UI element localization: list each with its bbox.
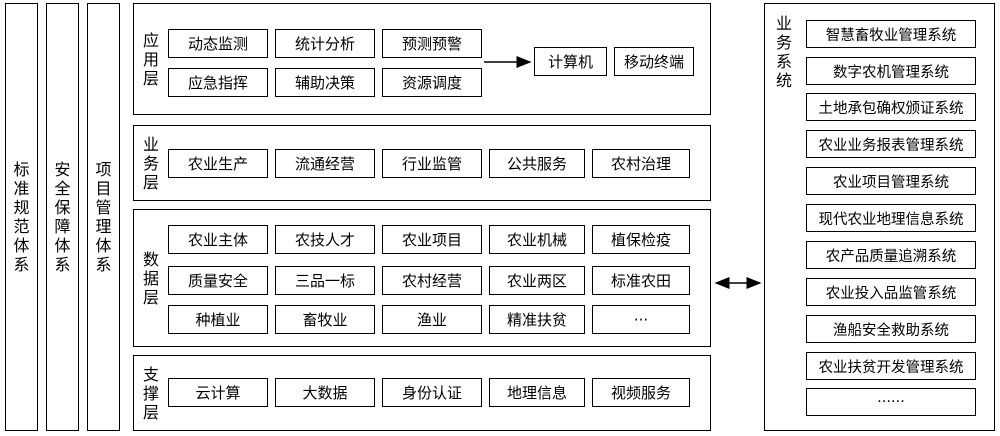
system-item: 农业扶贫开发管理系统 bbox=[806, 352, 976, 380]
data-item: 农业主体 bbox=[168, 225, 268, 254]
data-item: 渔业 bbox=[382, 305, 482, 334]
support-item: 大数据 bbox=[275, 378, 375, 407]
data-item: 农业项目 bbox=[382, 225, 482, 254]
standards-column bbox=[5, 3, 38, 431]
data-layer-label: 数据层 bbox=[142, 249, 159, 307]
system-item: 农业业务报表管理系统 bbox=[806, 130, 976, 158]
data-item: 三品一标 bbox=[275, 266, 375, 295]
project-mgmt-column-label: 项目管理体系 bbox=[95, 160, 112, 274]
support-item: 地理信息 bbox=[489, 378, 585, 407]
system-item: 农业项目管理系统 bbox=[806, 167, 976, 195]
business-layer-label: 业务层 bbox=[142, 134, 159, 192]
system-item: 现代农业地理信息系统 bbox=[806, 204, 976, 232]
business-item: 流通经营 bbox=[275, 149, 375, 178]
project-mgmt-column bbox=[87, 3, 120, 431]
support-item: 身份认证 bbox=[382, 378, 482, 407]
data-item: 植保检疫 bbox=[592, 225, 690, 254]
support-layer-label: 支撑层 bbox=[142, 364, 159, 422]
business-systems-label: 业务系统 bbox=[775, 14, 792, 90]
standards-column-label: 标准规范体系 bbox=[13, 160, 30, 274]
app-item: 辅助决策 bbox=[275, 68, 375, 97]
app-item: 资源调度 bbox=[382, 68, 482, 97]
app-item: 预测预警 bbox=[382, 29, 482, 58]
application-layer-label: 应用层 bbox=[142, 30, 159, 88]
data-item: 种植业 bbox=[168, 305, 268, 334]
business-item: 农村治理 bbox=[592, 149, 690, 178]
security-column bbox=[46, 3, 79, 431]
data-item-ellipsis: ··· bbox=[592, 305, 690, 334]
data-item: 精准扶贫 bbox=[489, 305, 585, 334]
app-item: 应急指挥 bbox=[168, 68, 268, 97]
support-item: 视频服务 bbox=[592, 378, 690, 407]
app-item: 统计分析 bbox=[275, 29, 375, 58]
business-item: 公共服务 bbox=[489, 149, 585, 178]
data-item: 农业两区 bbox=[489, 266, 585, 295]
system-item: 数字农机管理系统 bbox=[806, 57, 976, 85]
system-item: 智慧畜牧业管理系统 bbox=[806, 20, 976, 48]
app-item: 动态监测 bbox=[168, 29, 268, 58]
business-item: 行业监管 bbox=[382, 149, 482, 178]
security-column-label: 安全保障体系 bbox=[54, 160, 71, 274]
system-item-ellipsis: ······ bbox=[806, 388, 976, 416]
data-item: 农技人才 bbox=[275, 225, 375, 254]
support-item: 云计算 bbox=[168, 378, 268, 407]
data-item: 质量安全 bbox=[168, 266, 268, 295]
data-item: 农业机械 bbox=[489, 225, 585, 254]
system-item: 土地承包确权颁证系统 bbox=[806, 93, 976, 121]
data-item: 畜牧业 bbox=[275, 305, 375, 334]
system-item: 农产品质量追溯系统 bbox=[806, 241, 976, 269]
terminal-computer: 计算机 bbox=[534, 47, 607, 76]
system-item: 农业投入品监管系统 bbox=[806, 278, 976, 306]
system-item: 渔船安全救助系统 bbox=[806, 315, 976, 343]
business-item: 农业生产 bbox=[168, 149, 268, 178]
data-item: 农村经营 bbox=[382, 266, 482, 295]
terminal-mobile: 移动终端 bbox=[614, 47, 694, 76]
data-item: 标准农田 bbox=[592, 266, 690, 295]
